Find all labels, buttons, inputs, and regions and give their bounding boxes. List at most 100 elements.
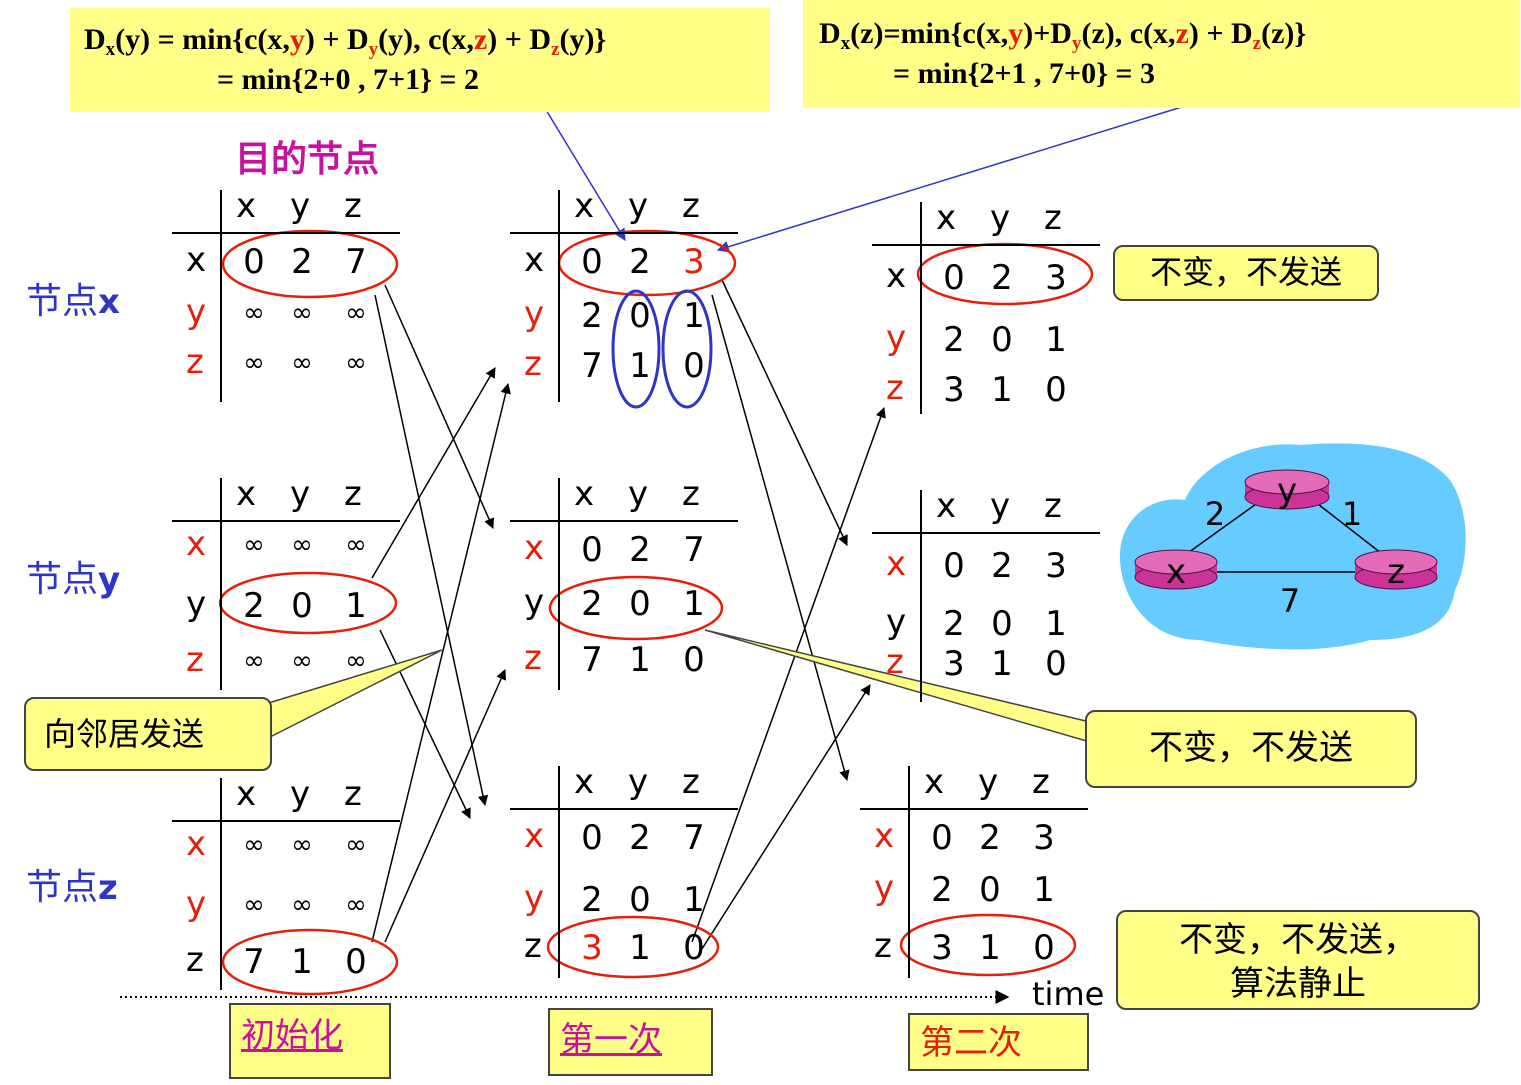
table-label-rule [920,202,922,414]
table-cell: ∞ [345,298,367,328]
network-cloud [1119,443,1466,650]
table-cell: 1 [629,640,651,680]
table-cell: 7 [683,530,705,570]
column-header-z: z [344,774,362,814]
table-cell: 0 [243,242,265,282]
table-cell: 1 [683,880,705,920]
table-cell: 0 [931,818,953,858]
table-cell: 0 [629,880,651,920]
f-part: ) + D [1188,17,1253,50]
table-cell: 2 [581,880,603,920]
table-cell: 2 [629,530,651,570]
table-cell: 0 [345,942,367,982]
table-cell: 2 [943,604,965,644]
table-cell: 3 [1033,818,1055,858]
table-header-rule [872,244,1100,246]
row-label-y: y [186,884,207,924]
table-cell: 2 [291,242,313,282]
formula-left: Dx(y) = min{c(x,y) + Dy(y), c(x,z) + Dz(… [70,8,770,112]
column-header-z: z [344,186,362,226]
arrow-r1-x-to-r2-y [721,279,848,546]
row-label-z: z [186,940,204,980]
table-cell: ∞ [345,646,367,676]
table-cell: 0 [943,546,965,586]
column-header-x: x [574,186,595,226]
node-label-z: 节点z [26,858,118,910]
column-header-y: y [628,186,649,226]
node-id: y [98,560,121,600]
f-sub: x [840,33,851,54]
node-prefix: 节点 [26,281,99,322]
note-halt: 不变，不发送， 算法静止 [1116,910,1480,1010]
column-header-z: z [682,474,700,514]
table-cell: 0 [581,242,603,282]
note-send-neighbors: 向邻居发送 [24,697,272,771]
row-label-z: z [886,642,904,682]
stage-round-1-label: 第一次 [560,1020,662,1060]
column-header-z: z [682,186,700,226]
table-cell: ∞ [243,890,265,920]
table-cell: 0 [979,870,1001,910]
node-prefix: 节点 [26,867,99,908]
table-cell: 3 [683,242,705,282]
row-label-z: z [524,926,542,966]
table-cell: 3 [1045,546,1067,586]
router-y [1244,469,1330,510]
column-header-y: y [290,774,311,814]
table-cell: 2 [931,870,953,910]
table-cell: 2 [581,584,603,624]
table-cell: 2 [581,296,603,336]
formula-right-line1: Dx(z)=min{c(x,y)+Dy(z), c(x,z) + Dz(z)} [819,14,1520,54]
table-label-rule [558,478,560,690]
table-label-rule [908,766,910,978]
f-part: (y)} [559,23,607,56]
row-label-x: x [886,256,907,296]
table-cell: 2 [629,242,651,282]
f-sub: z [1252,33,1262,54]
table-cell: 2 [243,586,265,626]
f-sub: z [551,39,560,60]
table-cell: ∞ [345,890,367,920]
table-cell: 7 [581,640,603,680]
cost-x-y: 2 [1205,495,1225,533]
table-cell: ∞ [291,530,313,560]
row-label-x: x [186,240,207,280]
f-sub: y [1071,33,1082,54]
stage-round-2-label: 第二次 [920,1023,1022,1063]
note-halt-line1: 不变，不发送， [1179,920,1417,960]
note-halt-line2: 算法静止 [1230,964,1366,1004]
column-header-z: z [1044,486,1062,526]
row-label-x: x [524,240,545,280]
row-label-y: y [874,868,895,908]
table-cell: 1 [1033,870,1055,910]
table-cell: 0 [291,586,313,626]
column-header-x: x [924,762,945,802]
table-cell: 1 [345,586,367,626]
column-header-x: x [236,774,257,814]
router-y-label: y [1277,471,1297,511]
table-cell: 1 [683,584,705,624]
f-part: (z), c(x, [1081,17,1176,50]
table-cell: 7 [683,818,705,858]
row-label-x: x [186,524,207,564]
table-cell: 0 [581,530,603,570]
table-cell: ∞ [243,646,265,676]
table-cell: 1 [1045,604,1067,644]
cost-x-z: 7 [1280,582,1300,620]
column-header-z: z [1032,762,1050,802]
row-label-y: y [886,318,907,358]
table-cell: 3 [1045,258,1067,298]
table-cell: 7 [581,346,603,386]
table-cell: 3 [943,644,965,684]
table-cell: ∞ [345,830,367,860]
table-cell: 1 [629,346,651,386]
column-header-y: y [290,186,311,226]
f-part: ) + D [487,23,552,56]
table-cell: 0 [581,818,603,858]
row-label-z: z [524,638,542,678]
table-cell: ∞ [243,348,265,378]
